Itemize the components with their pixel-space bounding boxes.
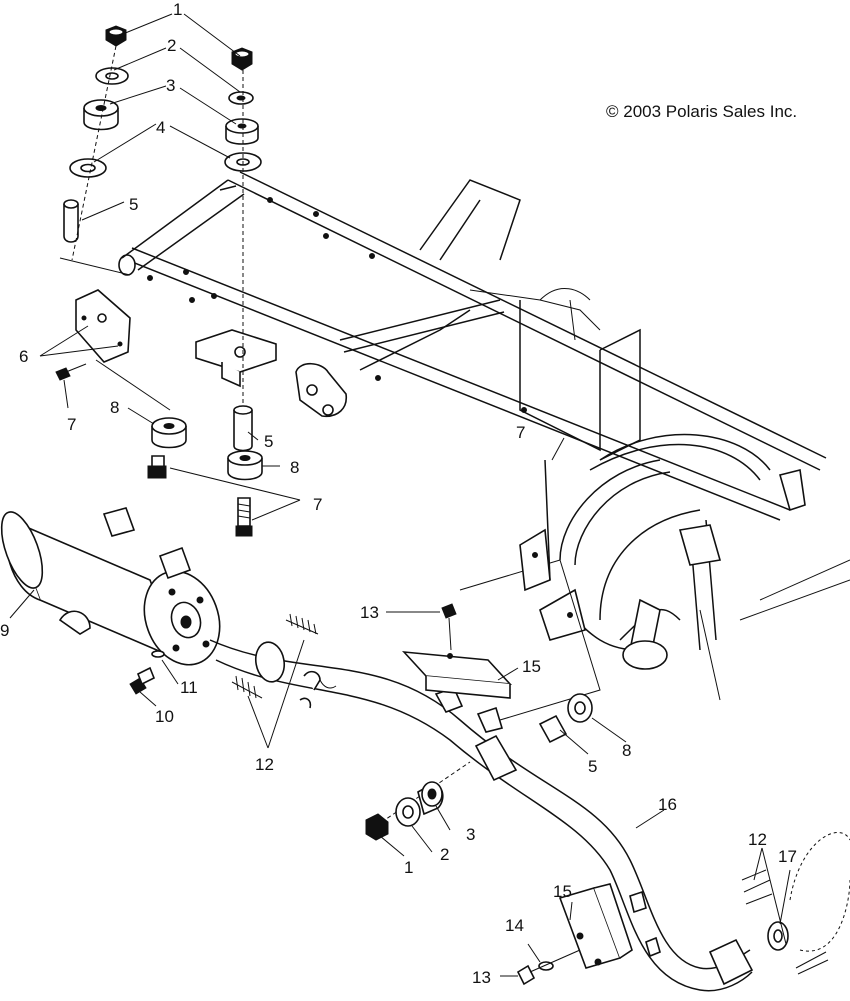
center-hardware-stack: [224, 47, 263, 537]
callout-2: 2: [440, 845, 449, 864]
left-grommet-bolts: [55, 359, 187, 479]
callout-15: 15: [553, 882, 572, 901]
callout-6: 6: [19, 347, 28, 366]
callout-13: 13: [360, 603, 379, 622]
callout-12: 12: [255, 755, 274, 774]
callout-8: 8: [110, 398, 119, 417]
left-hardware-stack: [63, 25, 129, 261]
callout-2: 2: [167, 36, 176, 55]
callout-7: 7: [313, 495, 322, 514]
callout-1: 1: [404, 858, 413, 877]
callout-10: 10: [155, 707, 174, 726]
callout-13: 13: [472, 968, 491, 987]
upper-mount-bracket: [402, 603, 512, 699]
callout-labels: 1 2 3 4 5 6 7 8 5 8 7 7 9 11 10 12 13 15…: [0, 0, 797, 987]
lower-mount-bracket: [516, 883, 633, 986]
copyright-notice: © 2003 Polaris Sales Inc.: [606, 102, 797, 121]
frame-assembly: [118, 171, 850, 721]
frame-mount-bracket: [195, 329, 347, 418]
callout-8: 8: [622, 741, 631, 760]
callout-12: 12: [748, 830, 767, 849]
callout-15: 15: [522, 657, 541, 676]
callout-8: 8: [290, 458, 299, 477]
callout-9: 9: [0, 621, 9, 640]
callout-17: 17: [778, 847, 797, 866]
heat-shield-bracket: [59, 257, 131, 363]
callout-5: 5: [129, 195, 138, 214]
exhaust-pipe: [209, 639, 754, 992]
callout-7: 7: [516, 423, 525, 442]
callout-4: 4: [156, 118, 165, 137]
mid-spacer-grommet: [538, 693, 593, 744]
callout-5: 5: [588, 757, 597, 776]
callout-16: 16: [658, 795, 677, 814]
callout-1: 1: [173, 0, 182, 19]
exhaust-springs: [231, 613, 829, 975]
lower-hardware-stack: [365, 761, 471, 841]
muffler: [0, 507, 221, 666]
callout-11: 11: [180, 678, 198, 697]
callout-3: 3: [466, 825, 475, 844]
leader-lines: [9, 13, 791, 977]
callout-5: 5: [264, 432, 273, 451]
callout-3: 3: [166, 76, 175, 95]
callout-14: 14: [505, 916, 524, 935]
muffler-bolt-washer: [129, 650, 165, 695]
callout-7: 7: [67, 415, 76, 434]
exhaust-gasket-port: [767, 832, 850, 952]
